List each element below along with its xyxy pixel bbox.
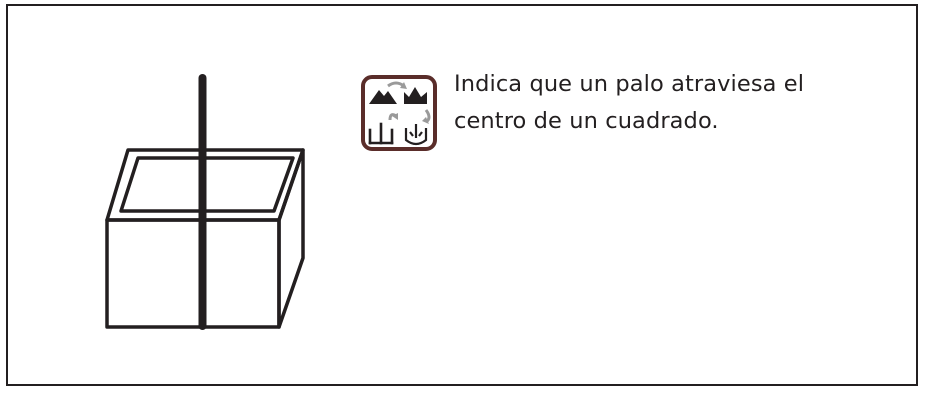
caption-text: Indica que un palo atraviesa el centro d… <box>454 71 805 134</box>
definition-card <box>6 4 918 386</box>
box-side-face <box>277 148 305 329</box>
character-evolution-pictogram-icon <box>361 75 437 151</box>
box-front-face <box>105 218 281 329</box>
box-top-rim <box>119 156 295 213</box>
